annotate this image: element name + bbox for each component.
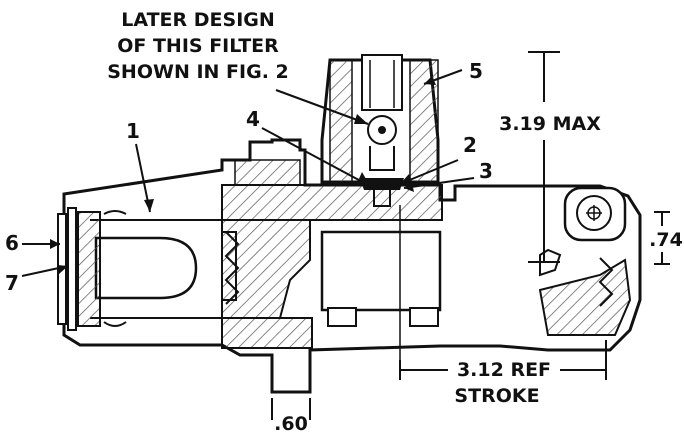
dimension-right-offset: .74: [649, 211, 683, 265]
design-note: LATER DESIGN OF THIS FILTER SHOWN IN FIG…: [107, 9, 289, 83]
dimension-bottom-offset: .60: [271, 398, 311, 434]
dimension-stroke: 3.12 REF STROKE: [399, 340, 607, 407]
dimension-max-height: 3.19 MAX: [499, 51, 601, 263]
callout-6: 6: [5, 231, 19, 255]
note-line-2: OF THIS FILTER: [117, 35, 279, 57]
dimension-stroke-label-2: STROKE: [454, 385, 539, 407]
dimension-stroke-label-1: 3.12 REF: [457, 359, 551, 381]
filter-housing: [320, 54, 442, 327]
note-leader-arrow: [275, 88, 369, 126]
bore-and-piston: [57, 207, 237, 331]
cylinder-body: [62, 138, 642, 394]
note-line-1: LATER DESIGN: [121, 9, 275, 31]
dimension-right-offset-label: .74: [649, 229, 683, 251]
callout-5: 5: [469, 59, 483, 83]
note-line-3: SHOWN IN FIG. 2: [107, 61, 289, 83]
callout-1: 1: [126, 119, 140, 143]
return-spring-right: [598, 257, 614, 307]
dimension-max-height-label: 3.19 MAX: [499, 113, 601, 135]
return-spring-left: [224, 231, 240, 305]
callout-2: 2: [463, 133, 477, 157]
callout-4: 4: [246, 107, 260, 131]
dimension-bottom-offset-label: .60: [274, 413, 308, 434]
clevis-eye: [563, 186, 627, 242]
callout-3: 3: [479, 159, 493, 183]
callout-7: 7: [5, 271, 19, 295]
